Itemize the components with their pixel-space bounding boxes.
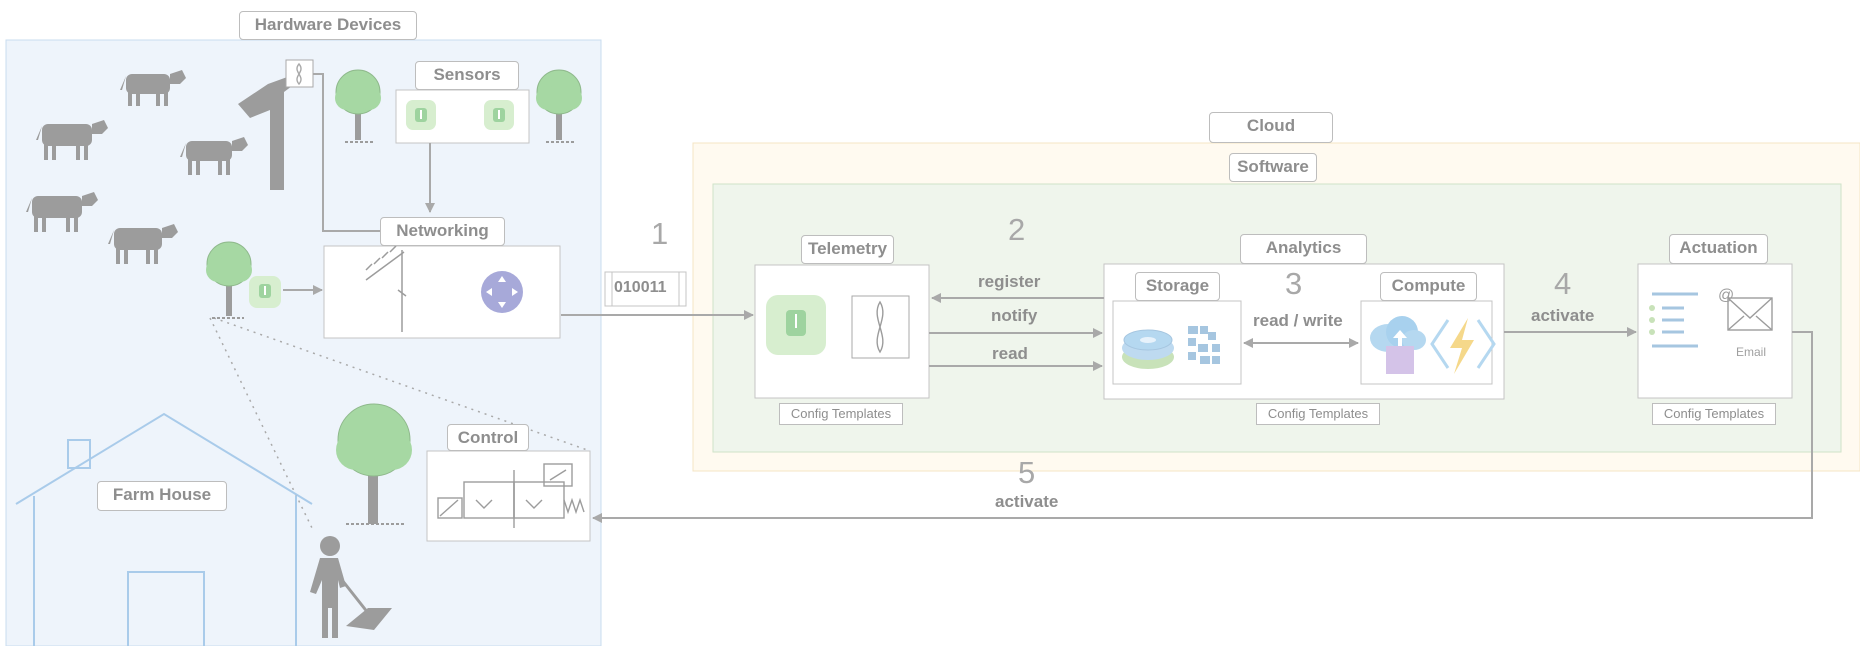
control-box (426, 450, 591, 542)
packet-box (604, 271, 687, 307)
telemetry-config-label: Config Templates (779, 403, 903, 425)
iot-hub-icon (766, 295, 826, 355)
at-sign-icon: @ (1718, 287, 1734, 304)
telemetry-label: Telemetry (801, 235, 894, 264)
read-write-label: read / write (1253, 311, 1343, 330)
farm-house-label: Farm House (97, 481, 227, 511)
function-bolt-icon (1430, 318, 1496, 374)
arrow-tower-to-networking (313, 73, 413, 236)
antenna-tower-icon (238, 59, 314, 190)
step-2-number: 2 (1008, 212, 1026, 247)
antenna-icon (365, 245, 407, 332)
data-grid-icon (1188, 326, 1220, 364)
register-label: register (978, 272, 1041, 291)
control-label: Control (447, 424, 529, 451)
step-1-number: 1 (651, 216, 669, 251)
cow-icon (26, 70, 248, 264)
activate-step5-label: activate (995, 492, 1059, 511)
arrow-step5 (592, 331, 1813, 523)
step-5-number: 5 (1018, 455, 1036, 490)
farm-house-icon (15, 412, 313, 646)
email-label: Email (1736, 345, 1767, 359)
cloud-upload-icon (1370, 316, 1426, 374)
cloud-title: Cloud (1209, 112, 1333, 143)
sensors-label: Sensors (415, 61, 519, 90)
sensor-fan-icon (851, 295, 910, 359)
analytics-label: Analytics (1240, 234, 1367, 264)
step-3-number: 3 (1285, 266, 1303, 301)
networking-box (323, 245, 561, 339)
storage-disk-icon (1122, 329, 1174, 369)
analytics-config-label: Config Templates (1256, 403, 1380, 425)
software-label: Software (1229, 153, 1317, 182)
activate-step4-label: activate (1531, 306, 1595, 325)
compute-label: Compute (1380, 272, 1477, 301)
packet-label: 010011 (614, 279, 667, 296)
valve-icon (437, 463, 585, 528)
tree-icon (206, 69, 582, 525)
networking-label: Networking (380, 217, 505, 246)
step-4-number: 4 (1554, 266, 1572, 301)
read-label: read (992, 344, 1028, 363)
router-icon (481, 271, 523, 313)
thermometer-sensor-icon (249, 100, 514, 308)
hardware-devices-title: Hardware Devices (239, 11, 417, 40)
actuation-box (1637, 263, 1793, 399)
email-icon (1727, 297, 1773, 331)
farmer-icon (310, 536, 392, 638)
actuation-label: Actuation (1669, 234, 1768, 264)
event-grid-icon (1649, 292, 1698, 348)
actuation-config-label: Config Templates (1652, 403, 1776, 425)
notify-label: notify (991, 306, 1038, 325)
storage-label: Storage (1135, 272, 1220, 301)
